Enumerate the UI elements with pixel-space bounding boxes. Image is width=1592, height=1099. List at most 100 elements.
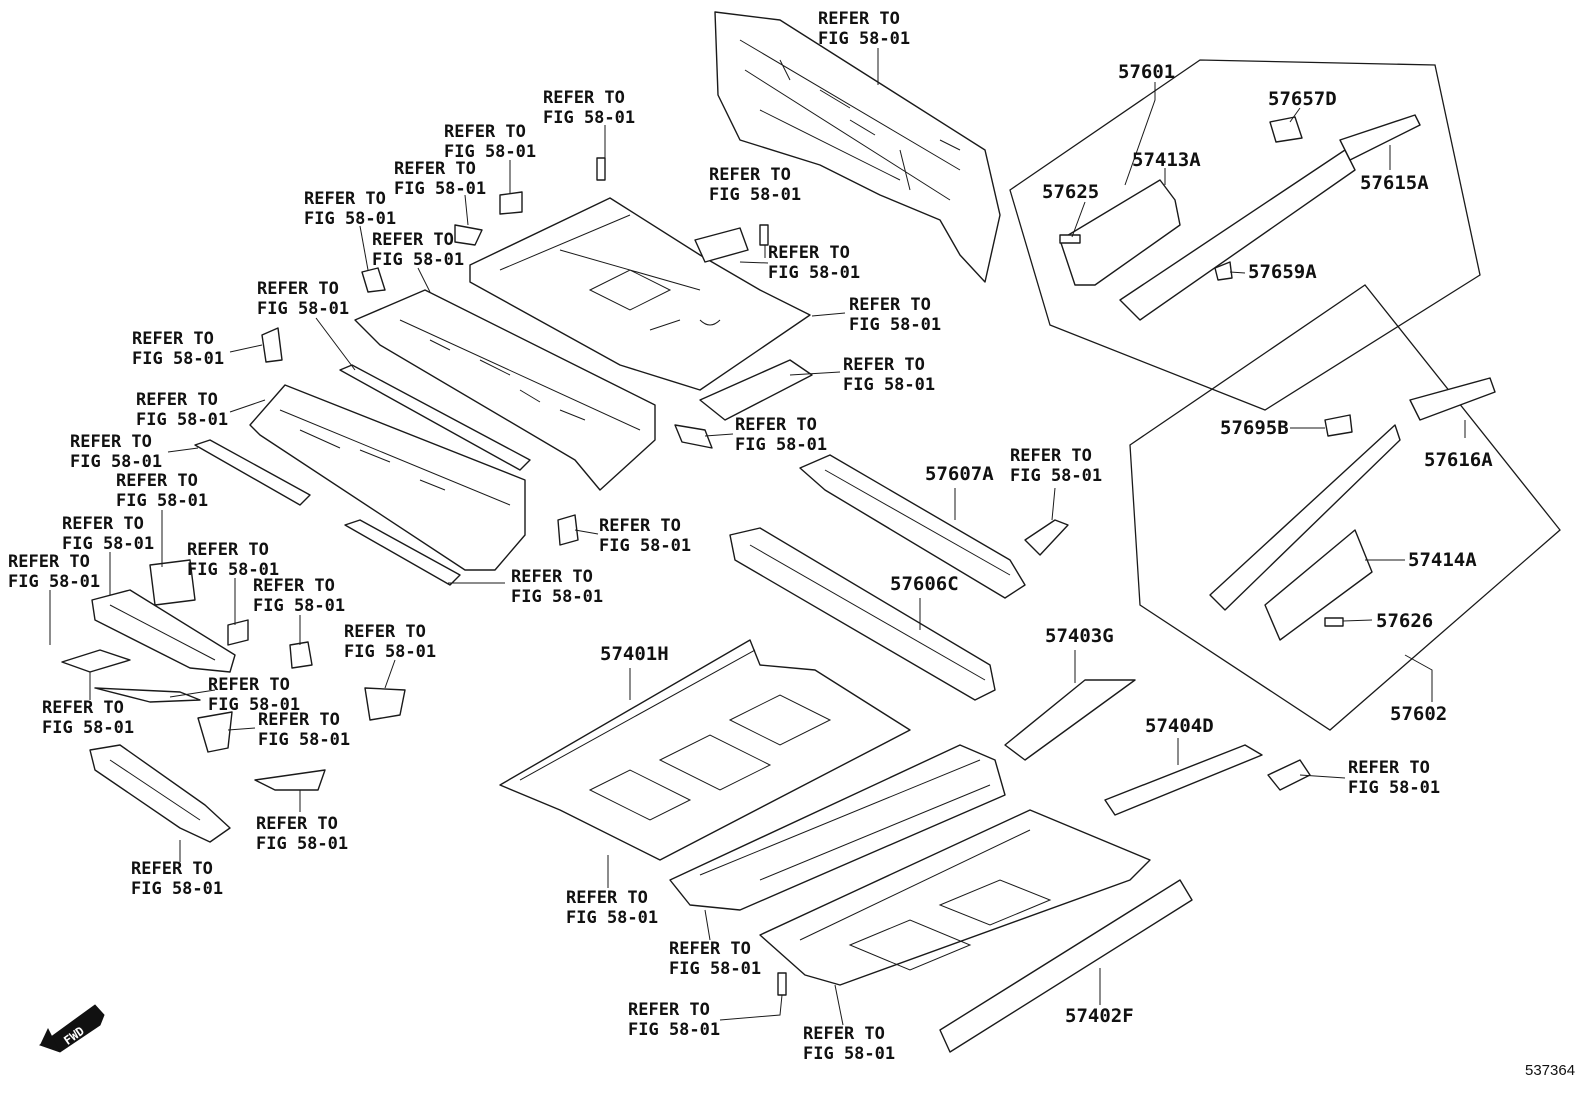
part-number-57413A: 57413A (1132, 149, 1201, 171)
part-number-57404D: 57404D (1145, 715, 1214, 737)
refer-line-2: FIG 58-01 (62, 534, 154, 554)
part-number-57659A: 57659A (1248, 261, 1317, 283)
center-floor-tunnel (669, 744, 1006, 911)
refer-line-1: REFER TO (444, 122, 526, 142)
rocker-inner-57404D (1104, 744, 1263, 816)
rear-floor-side-strip (339, 364, 531, 471)
refer-line-1: REFER TO (669, 939, 751, 959)
refer-line-1: REFER TO (566, 888, 648, 908)
refer-line-2: FIG 58-01 (116, 491, 208, 511)
refer-line-1: REFER TO (849, 295, 931, 315)
refer-line-1: REFER TO (256, 814, 338, 834)
refer-line-2: FIG 58-01 (394, 179, 486, 199)
refer-line-1: REFER TO (768, 243, 850, 263)
patch-left-c (197, 711, 233, 753)
refer-line-2: FIG 58-01 (803, 1044, 895, 1064)
document-number: 537364 (1525, 1062, 1575, 1079)
bracket-left-b (361, 267, 386, 293)
part-number-57616A: 57616A (1424, 449, 1493, 471)
part-number-57601: 57601 (1118, 61, 1175, 83)
refer-line-1: REFER TO (304, 189, 386, 209)
refer-line-1: REFER TO (818, 9, 900, 29)
patch-left-a (61, 649, 131, 673)
refer-line-2: FIG 58-01 (843, 375, 935, 395)
refer-line-1: REFER TO (511, 567, 593, 587)
part-number-57403G: 57403G (1045, 625, 1114, 647)
assembly-frame-57602 (1129, 284, 1561, 731)
refer-line-1: REFER TO (8, 552, 90, 572)
part-number-57402F: 57402F (1065, 1005, 1134, 1027)
refer-line-2: FIG 58-01 (208, 695, 300, 715)
refer-line-1: REFER TO (70, 432, 152, 452)
refer-line-2: FIG 58-01 (628, 1020, 720, 1040)
rear-side-member-57602-group (1209, 377, 1496, 641)
refer-line-2: FIG 58-01 (253, 596, 345, 616)
refer-line-1: REFER TO (344, 622, 426, 642)
part-number-57695B: 57695B (1220, 417, 1289, 439)
refer-line-1: REFER TO (1348, 758, 1430, 778)
part-number-57626: 57626 (1376, 610, 1433, 632)
bracket-57657D (1269, 116, 1303, 143)
refer-line-2: FIG 58-01 (256, 834, 348, 854)
refer-line-2: FIG 58-01 (768, 263, 860, 283)
bracket-left-e (149, 559, 196, 606)
refer-line-1: REFER TO (709, 165, 791, 185)
part-number-57615A: 57615A (1360, 172, 1429, 194)
refer-line-2: FIG 58-01 (511, 587, 603, 607)
refer-line-2: FIG 58-01 (136, 410, 228, 430)
patch-left-b (94, 687, 201, 703)
crossmember-57606C (729, 527, 996, 701)
refer-line-2: FIG 58-01 (669, 959, 761, 979)
tunnel-reinforcement (699, 359, 813, 421)
refer-line-2: FIG 58-01 (599, 536, 691, 556)
refer-line-1: REFER TO (372, 230, 454, 250)
rocker-outer-57402F (939, 879, 1193, 1053)
rear-floor-pan (469, 197, 811, 391)
refer-line-2: FIG 58-01 (131, 879, 223, 899)
refer-line-1: REFER TO (62, 514, 144, 534)
bracket-center-a (694, 227, 749, 263)
rear-floor-crossmember-upper (354, 289, 656, 491)
rear-side-member-57413A (1059, 179, 1181, 286)
center-bolt (759, 224, 769, 246)
assembly-frame-57601 (1009, 59, 1481, 411)
bracket-left-d (499, 191, 523, 215)
rear-extension-57615A (1339, 114, 1421, 161)
refer-line-2: FIG 58-01 (70, 452, 162, 472)
bracket-left-g (289, 641, 313, 669)
patch-right-a (1024, 519, 1069, 556)
refer-line-1: REFER TO (116, 471, 198, 491)
refer-line-2: FIG 58-01 (258, 730, 350, 750)
refer-line-2: FIG 58-01 (566, 908, 658, 928)
refer-line-2: FIG 58-01 (344, 642, 436, 662)
refer-line-2: FIG 58-01 (444, 142, 536, 162)
refer-line-1: REFER TO (599, 516, 681, 536)
part-number-57414A: 57414A (1408, 549, 1477, 571)
refer-line-1: REFER TO (131, 859, 213, 879)
front-floor-panel-right (759, 809, 1151, 986)
refer-line-2: FIG 58-01 (735, 435, 827, 455)
leader-lines (49, 48, 1466, 1026)
